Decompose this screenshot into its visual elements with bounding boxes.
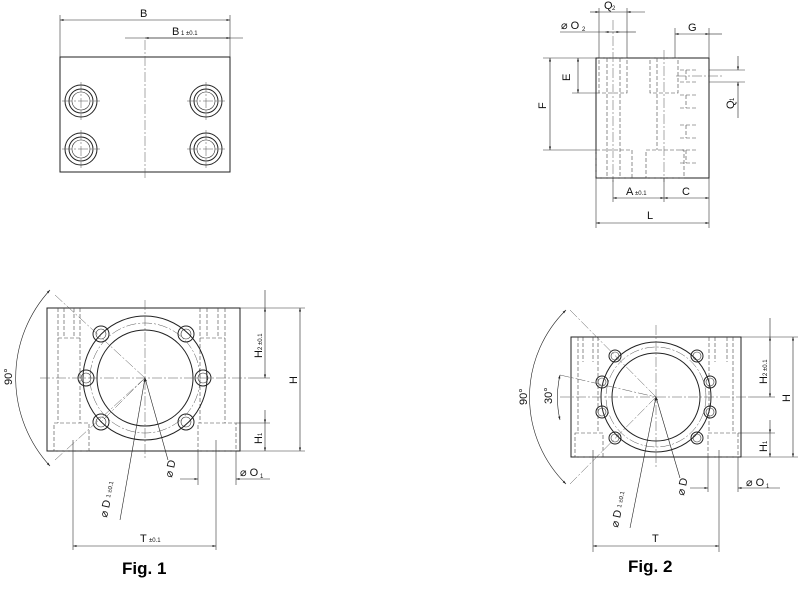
label-fig2-d: ⌀ D [675,477,690,497]
label-f: F [537,102,549,109]
label-o2: ⌀ O [561,20,580,32]
fig2-thread-holes [595,349,717,445]
dimension-f: F [537,57,596,151]
dimension-a: A ±0.1 [612,178,665,202]
dimension-o2: ⌀ O 2 [560,20,636,34]
label-b1: B [172,26,179,38]
label-fig1-t: T [140,533,147,545]
dimension-c: C [664,178,710,228]
label-fig2-h: H [781,394,793,402]
bolt-hole-group [62,82,225,168]
label-fig1-h2-sub: 2 ±0.1 [258,333,264,350]
label-fig2-d1-sub: 1 ±0.1 [617,490,626,508]
label-fig1-d1-sub: 1 ±0.1 [106,480,115,498]
top-view: B B 1 ±0.1 [59,8,243,178]
dimension-q2: Q 2 [590,0,645,58]
label-fig2-h2-sub: 2 ±0.1 [763,359,769,376]
label-fig1-h1-sub: 1 [258,432,264,436]
label-fig1-t-sub: ±0.1 [149,538,161,544]
label-a: A [626,186,634,198]
dimension-g: G [674,22,722,58]
label-c: C [682,186,690,198]
label-fig1-d1: ⌀ D [98,499,113,519]
bolt-hole [187,130,225,168]
label-fig1-h: H [288,376,300,384]
label-a-sub: ±0.1 [635,191,647,197]
bolt-hole [62,82,100,120]
label-fig2-o1: ⌀ O [746,477,765,489]
dimension-l: L [595,178,709,228]
bolt-hole [187,82,225,120]
label-g: G [688,22,697,34]
label-o2-sub: 2 [582,27,586,33]
label-fig1-h1: H [253,436,265,444]
label-q1: Q [725,100,737,109]
dimension-q1: Q 1 [709,56,745,118]
fig1-front-view: 90° H H 2 ±0.1 H 1 ⌀ D ⌀ D 1 ±0.1 ⌀ O 1 … [3,289,305,578]
label-q2: Q [604,0,613,12]
label-fig1-o1-sub: 1 [260,474,264,480]
label-fig2-h2: H [758,376,770,384]
label-b1-sub: 1 ±0.1 [181,31,198,37]
label-e: E [561,74,573,81]
dimension-e: E [561,57,599,94]
label-fig2-h1-sub: 1 [763,440,769,444]
fig1-caption: Fig. 1 [122,559,166,578]
label-fig2-d1: ⌀ D [609,509,624,529]
label-q2-sub: 2 [612,6,616,12]
label-l: L [647,210,653,222]
label-fig2-o1-sub: 1 [766,484,770,490]
dimension-b: B [59,8,231,57]
label-q1-sub: 1 [730,97,736,101]
label-fig1-90: 90° [3,368,15,385]
label-fig1-h2: H [253,350,265,358]
bolt-hole [62,130,100,168]
fig2-front-view: 90° 30° H H 2 ±0.1 H 1 ⌀ D ⌀ D 1 ±0.1 ⌀ … [518,309,798,576]
dimension-b1: B 1 ±0.1 [125,26,243,40]
label-fig2-h1: H [758,444,770,452]
label-fig1-o1: ⌀ O [240,467,259,479]
fig2-caption: Fig. 2 [628,557,672,576]
side-view: Q 2 ⌀ O 2 G E F [537,0,745,228]
label-fig2-t: T [652,533,659,545]
label-fig2-90: 90° [518,388,530,405]
label-b: B [140,8,147,20]
label-fig2-30: 30° [543,387,555,404]
label-fig1-d: ⌀ D [163,459,178,479]
